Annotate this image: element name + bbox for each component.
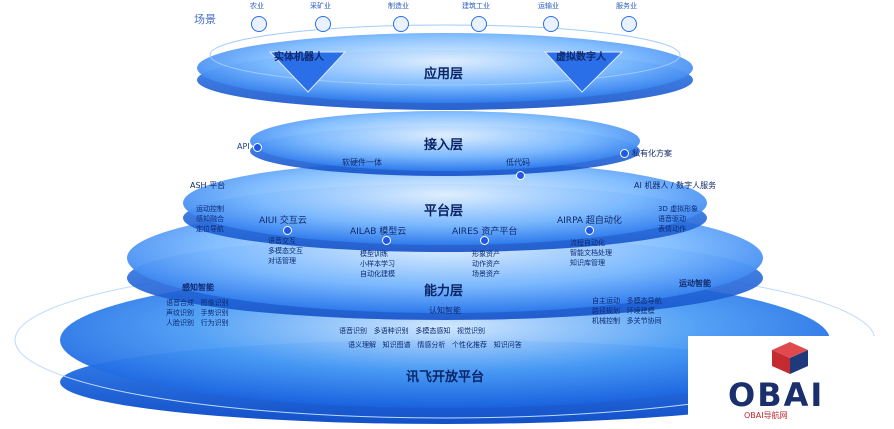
- truck-icon: [543, 16, 559, 32]
- private-marker: [620, 149, 629, 158]
- motion-list: 自主运动 多模态导航 路径规划 环境建模 机械控制 多关节协同: [592, 297, 662, 325]
- industries-title: 场景: [194, 13, 216, 26]
- aires-marker: [480, 236, 489, 245]
- platform-right-items: 3D 虚拟形象 语音驱动 表情动作: [658, 205, 699, 233]
- application-disk-top: [197, 33, 693, 103]
- industry-label: 建筑工业: [462, 2, 490, 10]
- airpa-items: 流程自动化 智能文档处理 知识库管理: [570, 239, 612, 267]
- industry-label: 服务业: [616, 2, 637, 10]
- low-code-label: 低代码: [506, 158, 530, 167]
- capability-layer-title: 能力层: [424, 284, 464, 299]
- aires-label: AIRES 资产平台: [452, 227, 518, 237]
- api-label: API: [237, 142, 250, 151]
- application-disk-ring: [209, 24, 681, 86]
- ai-service-label: AI 机器人 / 数字人服务: [634, 181, 717, 190]
- ailab-marker: [382, 236, 391, 245]
- logo-text: OBAI: [728, 376, 825, 414]
- obai-logo: OBAI OBAI导航网: [688, 336, 894, 425]
- api-marker: [253, 143, 262, 152]
- airpa-marker: [585, 226, 594, 235]
- platform-left-items: 运动控制 感知融合 定位导航: [196, 205, 224, 233]
- industry-label: 采矿业: [310, 2, 331, 10]
- service-icon: [621, 16, 637, 32]
- access-disk-top: [250, 111, 640, 171]
- access-layer-title: 接入层: [424, 138, 464, 153]
- ash-platform-label: ASH 平台: [190, 181, 226, 190]
- aires-items: 形象资产 动作资产 场景资产: [472, 250, 500, 278]
- perception-head: 感知智能: [182, 283, 214, 292]
- cognitive-row-1: 语音识别 多语种识别 多模态感知 视觉识别: [339, 327, 486, 335]
- private-deploy-label: 私有化方案: [632, 149, 672, 158]
- factory-icon: [393, 16, 409, 32]
- virtual-human-label: 虚拟数字人: [556, 52, 606, 63]
- cube-logo-icon: [772, 342, 808, 374]
- perception-list: 语音合成 图像识别 声纹识别 手势识别 人脸识别 行为识别: [166, 299, 229, 327]
- ailab-items: 模型训练 小样本学习 自动化建模: [360, 250, 395, 278]
- logo-subtitle: OBAI导航网: [744, 411, 788, 420]
- cognitive-label: 认知智能: [429, 306, 461, 315]
- application-layer-title: 应用层: [424, 67, 464, 82]
- ailab-label: AILAB 模型云: [350, 227, 407, 237]
- physical-robot-label: 实体机器人: [274, 52, 324, 63]
- industry-label: 制造业: [388, 2, 409, 10]
- industry-label: 运输业: [538, 2, 559, 10]
- digital-human-cone-shape: [543, 51, 624, 93]
- mountain-icon: [315, 16, 331, 32]
- cognitive-row-2: 语义理解 知识图谱 情感分析 个性化推荐 知识问答: [348, 341, 522, 349]
- low-code-marker: [516, 171, 525, 180]
- platform-layer-title: 平台层: [424, 204, 464, 219]
- industry-label: 农业: [250, 2, 264, 10]
- platform-disk-top: [183, 161, 707, 245]
- building-icon: [471, 16, 487, 32]
- base-platform-title: 讯飞开放平台: [406, 370, 485, 385]
- aiui-marker: [283, 226, 292, 235]
- motion-head: 运动智能: [679, 279, 711, 288]
- hw-sw-label: 软硬件一体: [342, 158, 382, 167]
- airpa-label: AIRPA 超自动化: [557, 216, 622, 226]
- leaf-icon: [251, 16, 267, 32]
- aiui-items: 语音交互 多模态交互 对话管理: [268, 237, 303, 265]
- aiui-label: AIUI 交互云: [259, 216, 307, 226]
- robot-cone-shape: [268, 51, 347, 93]
